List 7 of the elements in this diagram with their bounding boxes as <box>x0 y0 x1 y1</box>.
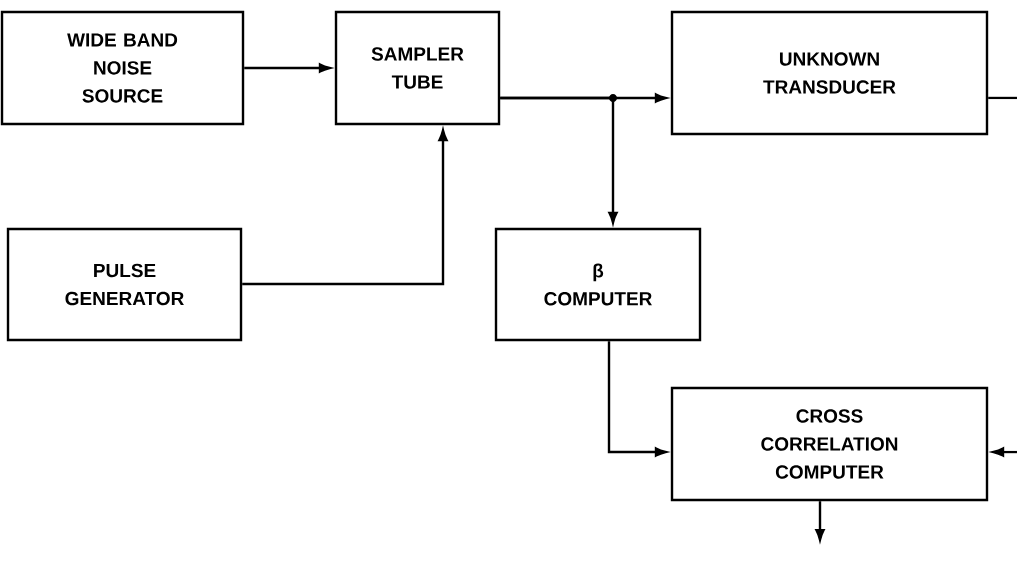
process-box: β COMPUTER <box>494 227 702 342</box>
process-box: WIDE BAND NOISE SOURCE <box>0 10 245 126</box>
process-box: PULSE GENERATOR <box>6 227 243 342</box>
connector-line <box>988 96 1017 100</box>
process-box: UNKNOWN TRANSDUCER <box>670 10 989 136</box>
process-box: SAMPLER TUBE <box>334 10 501 126</box>
process-box: CROSS CORRELATION COMPUTER <box>670 386 989 502</box>
